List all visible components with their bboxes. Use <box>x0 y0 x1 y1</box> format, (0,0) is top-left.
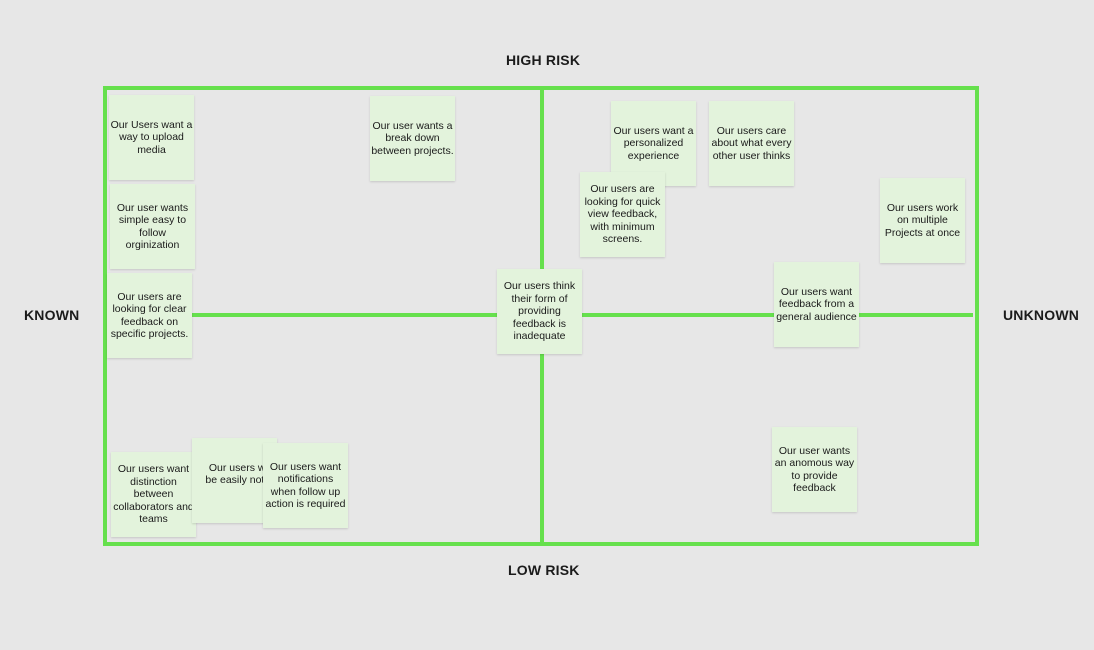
sticky-note-care-about-others[interactable]: Our users care about what every other us… <box>709 101 794 186</box>
sticky-note-form-inadequate[interactable]: Our users think their form of providing … <box>497 269 582 354</box>
sticky-note-break-down[interactable]: Our user wants a break down between proj… <box>370 96 455 181</box>
sticky-note-notifications[interactable]: Our users want notifications when follow… <box>263 443 348 528</box>
high-risk-label: HIGH RISK <box>506 52 581 68</box>
unknown-label: UNKNOWN <box>1003 307 1080 323</box>
sticky-note-upload-media[interactable]: Our Users want a way to upload media <box>109 95 194 180</box>
sticky-note-personalized-experience[interactable]: Our users want a personalized experience <box>611 101 696 186</box>
sticky-note-clear-feedback[interactable]: Our users are looking for clear feedback… <box>107 273 192 358</box>
known-label: KNOWN <box>24 307 80 323</box>
sticky-note-quick-view-feedback[interactable]: Our users are looking for quick view fee… <box>580 172 665 257</box>
sticky-note-general-audience[interactable]: Our users want feedback from a general a… <box>774 262 859 347</box>
low-risk-label: LOW RISK <box>508 562 580 578</box>
sticky-note-multiple-projects[interactable]: Our users work on multiple Projects at o… <box>880 178 965 263</box>
sticky-note-anonymous-feedback[interactable]: Our user wants an anomous way to provide… <box>772 427 857 512</box>
sticky-note-distinction[interactable]: Our users want distinction between colla… <box>111 452 196 537</box>
sticky-note-simple-organization[interactable]: Our user wants simple easy to follow org… <box>110 184 195 269</box>
